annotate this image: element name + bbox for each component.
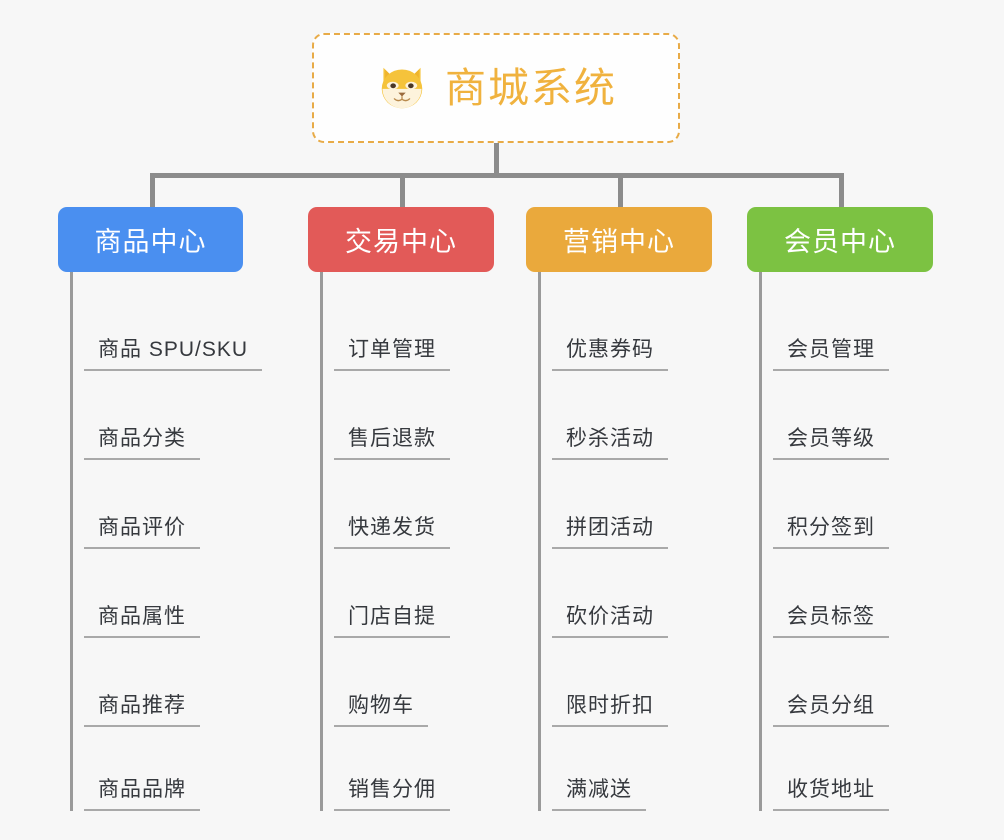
leaf-item[interactable]: 商品推荐: [84, 638, 278, 727]
leaf-label: 会员等级: [773, 422, 889, 460]
leaf-label: 积分签到: [773, 511, 889, 549]
leaf-list-product: 商品 SPU/SKU 商品分类 商品评价 商品属性 商品推荐 商品品牌: [70, 272, 278, 811]
leaf-item[interactable]: 限时折扣: [552, 638, 746, 727]
leaf-label: 门店自提: [334, 600, 450, 638]
branch-column-trade: 交易中心 订单管理 售后退款 快递发货 门店自提 购物车 销售分佣: [308, 207, 528, 811]
leaf-label: 砍价活动: [552, 600, 668, 638]
branch-column-product: 商品中心 商品 SPU/SKU 商品分类 商品评价 商品属性 商品推荐 商品品牌: [58, 207, 278, 811]
leaf-list-trade: 订单管理 售后退款 快递发货 门店自提 购物车 销售分佣: [320, 272, 528, 811]
leaf-item[interactable]: 购物车: [334, 638, 528, 727]
leaf-item[interactable]: 满减送: [552, 727, 746, 811]
leaf-item[interactable]: 会员标签: [773, 549, 967, 638]
leaf-label: 拼团活动: [552, 511, 668, 549]
branch-column-marketing: 营销中心 优惠券码 秒杀活动 拼团活动 砍价活动 限时折扣 满减送: [526, 207, 746, 811]
leaf-item[interactable]: 订单管理: [334, 282, 528, 371]
leaf-label: 商品属性: [84, 600, 200, 638]
branch-header-label: 营销中心: [563, 227, 675, 257]
branch-header-label: 会员中心: [784, 227, 896, 257]
connector-drop-4: [839, 173, 844, 209]
leaf-label: 商品推荐: [84, 689, 200, 727]
leaf-label: 商品分类: [84, 422, 200, 460]
connector-drop-3: [618, 173, 623, 209]
leaf-label: 购物车: [334, 689, 428, 727]
root-title: 商城系统: [445, 64, 617, 111]
leaf-label: 商品 SPU/SKU: [84, 333, 263, 371]
leaf-item[interactable]: 销售分佣: [334, 727, 528, 811]
leaf-item[interactable]: 会员等级: [773, 371, 967, 460]
leaf-label: 满减送: [552, 773, 646, 811]
leaf-item[interactable]: 会员分组: [773, 638, 967, 727]
leaf-item[interactable]: 商品属性: [84, 549, 278, 638]
leaf-label: 会员管理: [773, 333, 889, 371]
leaf-label: 销售分佣: [334, 773, 450, 811]
leaf-label: 商品品牌: [84, 773, 200, 811]
leaf-item[interactable]: 商品分类: [84, 371, 278, 460]
leaf-item[interactable]: 快递发货: [334, 460, 528, 549]
leaf-item[interactable]: 商品品牌: [84, 727, 278, 811]
connector-stem: [494, 143, 499, 176]
leaf-label: 会员分组: [773, 689, 889, 727]
root-node[interactable]: 商城系统: [312, 33, 680, 143]
leaf-list-member: 会员管理 会员等级 积分签到 会员标签 会员分组 收货地址: [759, 272, 967, 811]
branch-header-label: 商品中心: [94, 227, 207, 257]
leaf-list-marketing: 优惠券码 秒杀活动 拼团活动 砍价活动 限时折扣 满减送: [538, 272, 746, 811]
leaf-label: 订单管理: [334, 333, 450, 371]
branch-column-member: 会员中心 会员管理 会员等级 积分签到 会员标签 会员分组 收货地址: [747, 207, 967, 811]
branch-header-label: 交易中心: [345, 227, 457, 257]
leaf-label: 收货地址: [773, 773, 889, 811]
branch-header-product[interactable]: 商品中心: [58, 207, 243, 272]
connector-drop-1: [150, 173, 155, 209]
leaf-item[interactable]: 收货地址: [773, 727, 967, 811]
branch-columns: 商品中心 商品 SPU/SKU 商品分类 商品评价 商品属性 商品推荐 商品品牌…: [0, 207, 1004, 840]
leaf-label: 秒杀活动: [552, 422, 668, 460]
branch-header-trade[interactable]: 交易中心: [308, 207, 494, 272]
leaf-label: 快递发货: [334, 511, 450, 549]
connector-drop-2: [400, 173, 405, 209]
leaf-item[interactable]: 积分签到: [773, 460, 967, 549]
leaf-item[interactable]: 优惠券码: [552, 282, 746, 371]
branch-header-marketing[interactable]: 营销中心: [526, 207, 712, 272]
leaf-item[interactable]: 拼团活动: [552, 460, 746, 549]
branch-header-member[interactable]: 会员中心: [747, 207, 933, 272]
leaf-item[interactable]: 门店自提: [334, 549, 528, 638]
leaf-item[interactable]: 商品 SPU/SKU: [84, 282, 278, 371]
leaf-label: 商品评价: [84, 511, 200, 549]
connector-bus: [150, 173, 844, 178]
leaf-item[interactable]: 售后退款: [334, 371, 528, 460]
leaf-label: 会员标签: [773, 600, 889, 638]
leaf-item[interactable]: 会员管理: [773, 282, 967, 371]
leaf-label: 售后退款: [334, 422, 450, 460]
leaf-label: 优惠券码: [552, 333, 668, 371]
shiba-dog-face-icon: [381, 67, 423, 109]
leaf-label: 限时折扣: [552, 689, 668, 727]
leaf-item[interactable]: 商品评价: [84, 460, 278, 549]
leaf-item[interactable]: 秒杀活动: [552, 371, 746, 460]
leaf-item[interactable]: 砍价活动: [552, 549, 746, 638]
